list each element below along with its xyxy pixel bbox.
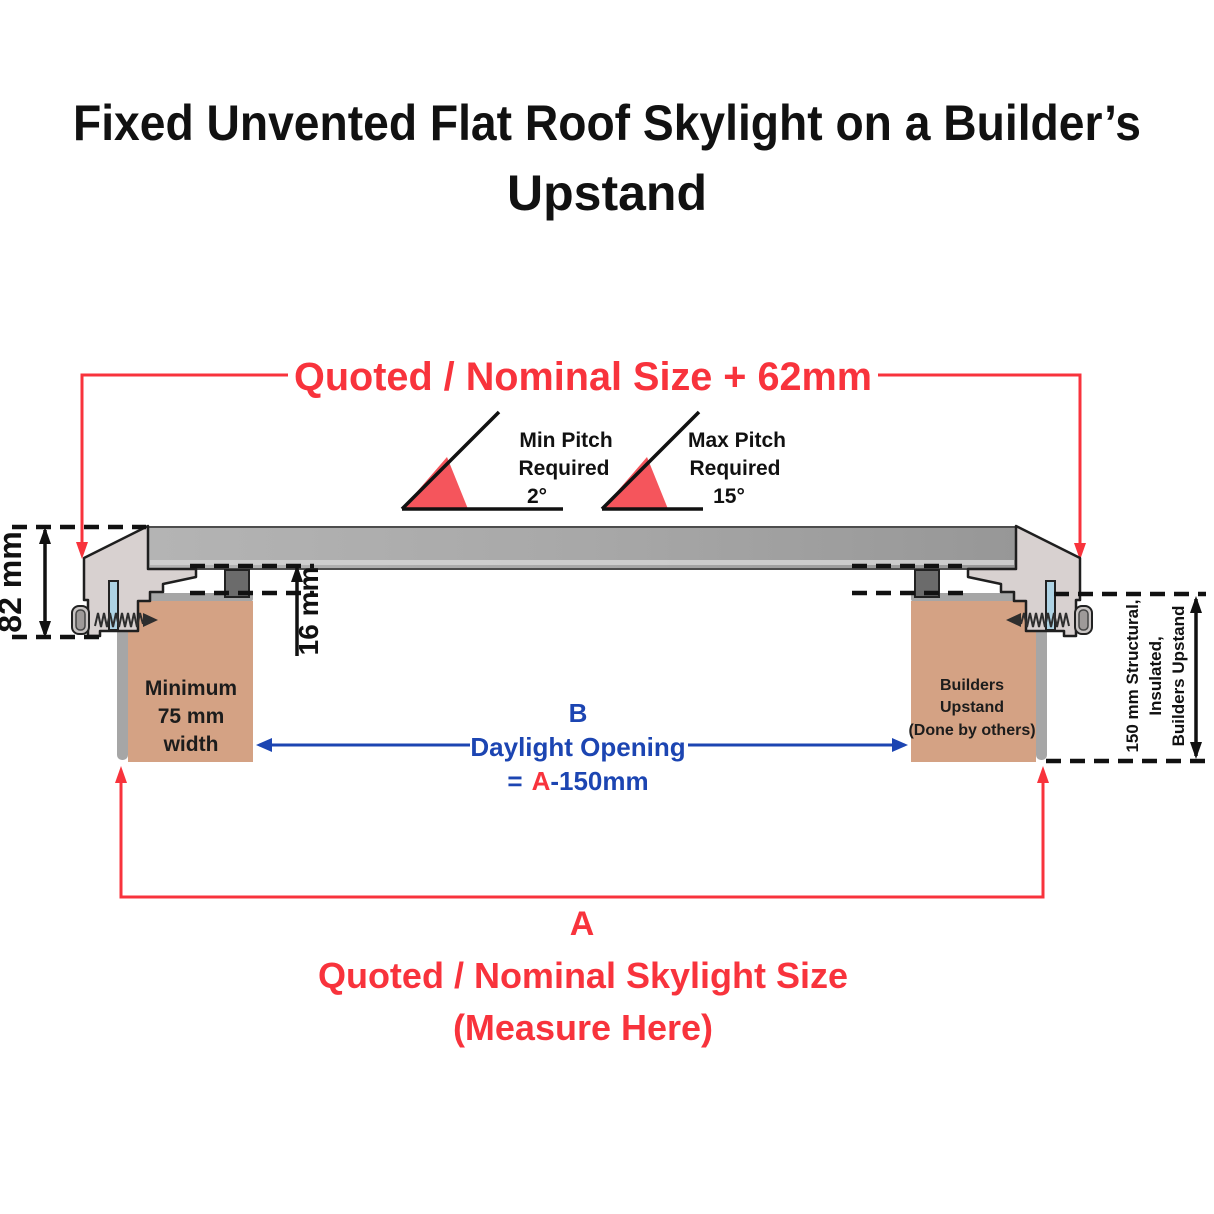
daylight-arrow-right xyxy=(892,738,908,752)
left-upstand-timber xyxy=(128,601,253,762)
frame-height-label: 82 mm xyxy=(0,531,28,632)
top-dim-left-arrow xyxy=(76,542,88,559)
overall-label-1: Quoted / Nominal Skylight Size xyxy=(318,955,848,996)
extension-lines xyxy=(12,524,1206,764)
glass-gap-dimension: 16 mm xyxy=(291,565,324,656)
min-pitch-value: 2° xyxy=(527,485,547,508)
overall-size-dimension: A Quoted / Nominal Skylight Size (Measur… xyxy=(115,766,1049,1048)
screw-head-slot xyxy=(1078,609,1089,631)
right-upstand-label-3: (Done by others) xyxy=(908,722,1035,739)
glass-gap-label: 16 mm xyxy=(293,567,324,656)
top-dim-right-arrow xyxy=(1074,543,1086,560)
frame-height-arrow-up xyxy=(39,527,51,544)
right-upstand-label-2: Upstand xyxy=(940,699,1004,716)
daylight-opening-dimension: B Daylight Opening = A-150mm xyxy=(256,698,908,796)
right-upstand-label-1: Builders xyxy=(940,677,1004,694)
left-assembly xyxy=(71,524,253,762)
screw-tip xyxy=(1006,613,1021,627)
screw-tip xyxy=(143,613,158,627)
upstand-height-label-2: Insulated, xyxy=(1146,636,1165,715)
left-upstand-side-flashing xyxy=(117,593,128,760)
upstand-height-label-1: 150 mm Structural, xyxy=(1123,599,1142,752)
upstand-height-label-3: Builders Upstand xyxy=(1169,606,1188,747)
page-title-line-2: Upstand xyxy=(507,165,707,221)
upstand-height-arrow-down xyxy=(1190,742,1202,759)
overall-arrow-right xyxy=(1037,766,1049,783)
daylight-equation: = A-150mm xyxy=(507,766,648,796)
top-dim-right-line xyxy=(878,373,1082,545)
left-upstand-label-2: 75 mm xyxy=(158,705,225,728)
right-upstand-label: Builders Upstand (Done by others) xyxy=(908,677,1035,739)
screw-thread xyxy=(1020,612,1070,628)
overall-letter: A xyxy=(570,905,595,943)
overall-arrow-left xyxy=(115,766,127,783)
daylight-eq-suffix: -150mm xyxy=(550,766,648,796)
top-dimension: Quoted / Nominal Size + 62mm xyxy=(76,355,1086,560)
right-thermal-break xyxy=(1045,580,1056,631)
top-dim-left-line xyxy=(80,373,288,544)
right-upstand-timber xyxy=(911,601,1036,762)
left-upstand-label: Minimum 75 mm width xyxy=(145,677,237,756)
right-fixing-screw xyxy=(1006,605,1093,635)
screw-thread xyxy=(94,612,144,628)
max-pitch-value: 15° xyxy=(713,485,745,508)
upstand-height-arrow-up xyxy=(1190,596,1202,613)
right-upstand-side-flashing xyxy=(1036,593,1047,760)
min-pitch-diagonal xyxy=(400,410,501,511)
max-pitch-label-2: Required xyxy=(689,457,780,480)
daylight-arrow-left xyxy=(256,738,272,752)
overall-dim-bracket xyxy=(119,770,1045,899)
daylight-eq-prefix: = xyxy=(507,766,522,796)
glass-bottom-highlight xyxy=(150,560,1014,565)
upstand-height-dimension: 150 mm Structural, Insulated, Builders U… xyxy=(1123,596,1202,759)
max-pitch-label-1: Max Pitch xyxy=(688,429,786,452)
screw-head-slot xyxy=(75,609,86,631)
max-pitch-wedge xyxy=(602,457,668,509)
page-title-line-1: Fixed Unvented Flat Roof Skylight on a B… xyxy=(73,95,1141,151)
min-pitch-label-1: Min Pitch xyxy=(519,429,612,452)
left-thermal-break xyxy=(108,580,119,631)
left-upstand-label-3: width xyxy=(163,733,219,756)
min-pitch-symbol: Min Pitch Required 2° xyxy=(400,410,613,511)
frame-height-arrow-down xyxy=(39,621,51,638)
glass-panel xyxy=(147,526,1017,570)
top-dim-label: Quoted / Nominal Size + 62mm xyxy=(294,355,872,399)
daylight-eq-a: A xyxy=(532,766,551,796)
min-pitch-label-2: Required xyxy=(518,457,609,480)
left-fixing-screw xyxy=(71,605,158,635)
right-assembly xyxy=(911,524,1093,762)
glass-gap-arrow-up xyxy=(291,565,303,582)
max-pitch-symbol: Max Pitch Required 15° xyxy=(600,410,786,511)
min-pitch-wedge xyxy=(402,457,468,509)
left-upstand-label-1: Minimum xyxy=(145,677,237,700)
overall-label-2: (Measure Here) xyxy=(453,1007,713,1048)
frame-height-dimension: 82 mm xyxy=(0,527,51,638)
daylight-letter: B xyxy=(569,698,588,728)
max-pitch-diagonal xyxy=(600,410,701,511)
daylight-label: Daylight Opening xyxy=(470,732,685,762)
